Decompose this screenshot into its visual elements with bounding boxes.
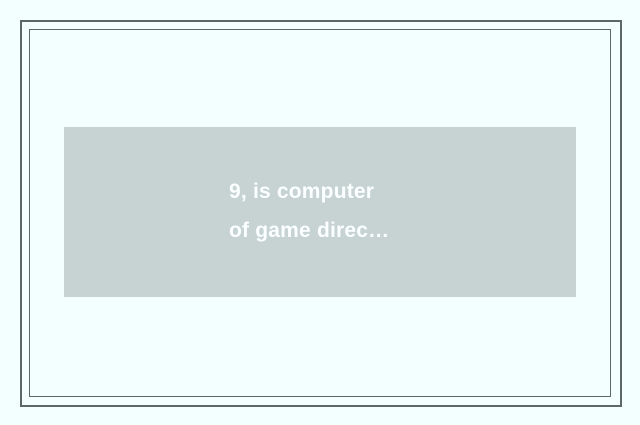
text-card (64, 127, 576, 297)
card-caption: 9, is computer of game direc… (229, 172, 389, 250)
inner-frame (29, 29, 611, 397)
caption-line-1: 9, is computer (229, 180, 375, 203)
outer-frame (20, 20, 622, 407)
caption-line-2: of game direc… (229, 219, 390, 242)
